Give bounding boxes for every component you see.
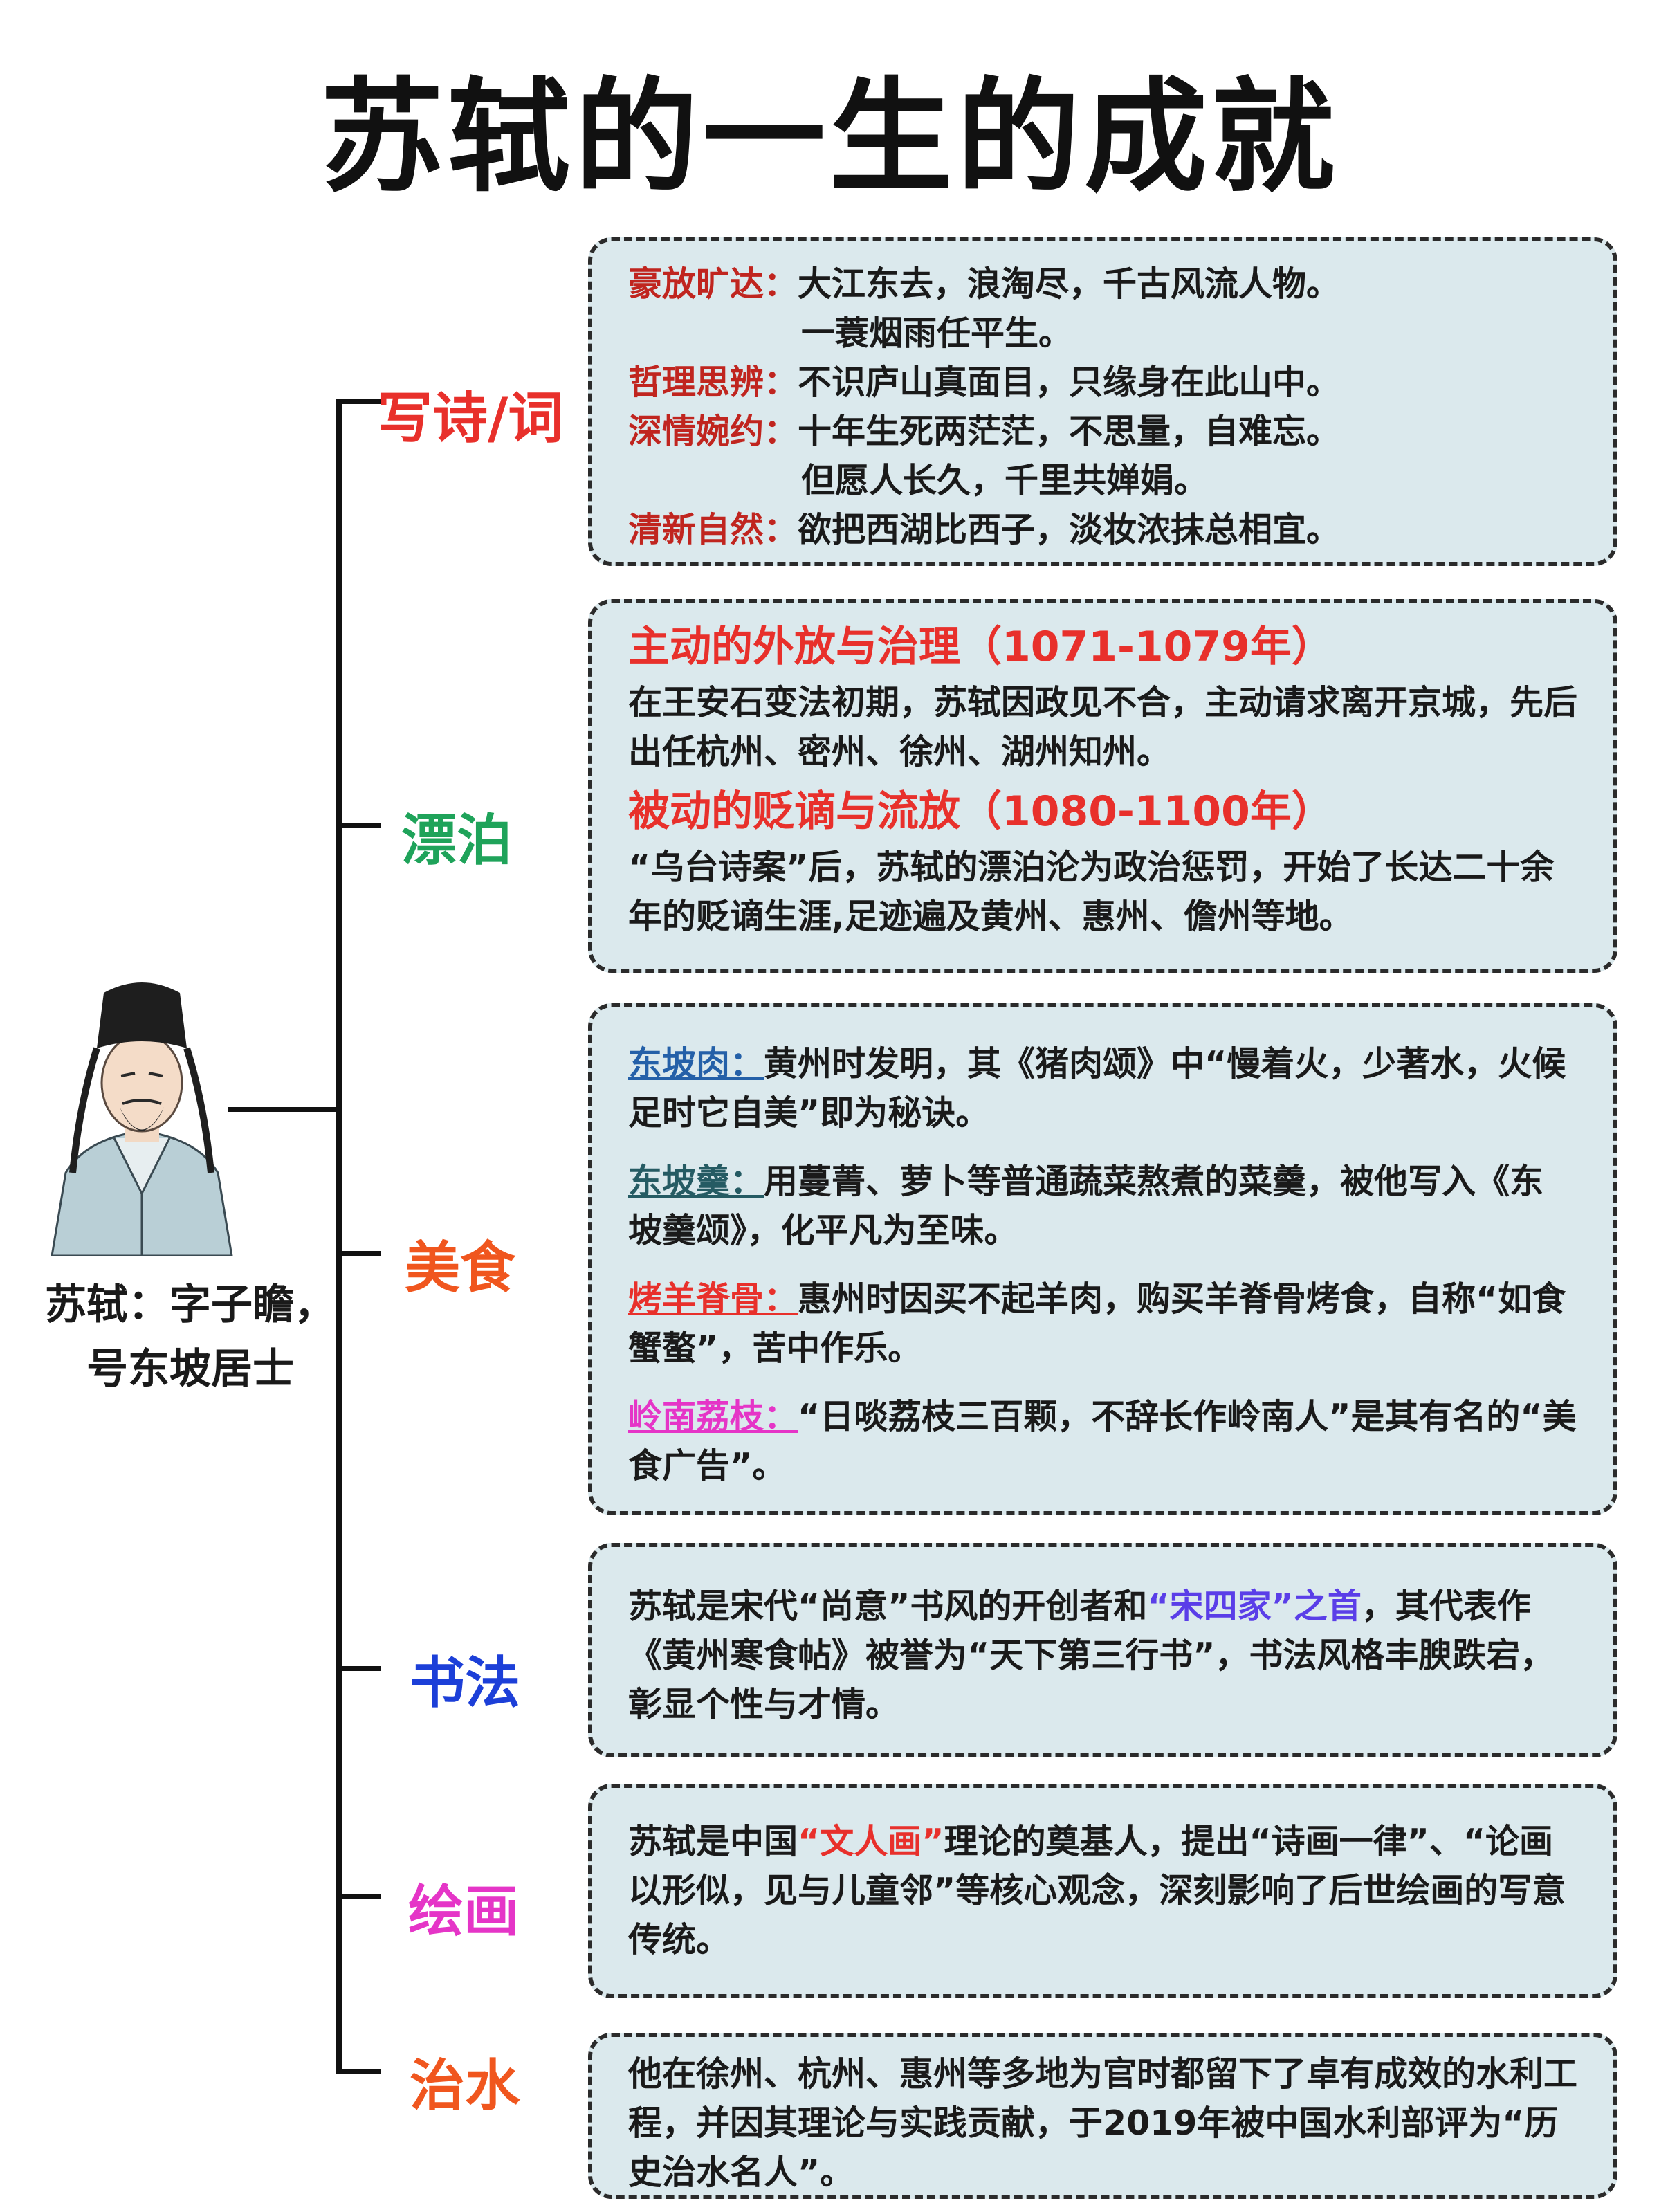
- water-text: 他在徐州、杭州、惠州等多地为官时都留下了卓有成效的水利工程，并因其理论与实践贡献…: [628, 2054, 1578, 2193]
- tree-trunk: [336, 399, 342, 2074]
- connector-water: [336, 2069, 381, 2074]
- painting-box: 苏轼是中国“文人画”理论的奠基人，提出“诗画一律”、“论画以形似，见与儿童邻”等…: [588, 1784, 1617, 1998]
- connector-food: [336, 1251, 381, 1256]
- person-caption: 苏轼：字子瞻， 号东坡居士: [14, 1273, 367, 1402]
- poem-style-label: 深情婉约：: [628, 412, 798, 452]
- food-item: 岭南荔枝：“日啖荔枝三百颗，不辞长作岭南人”是其有名的“美食广告”。: [628, 1392, 1577, 1490]
- wander-box: 主动的外放与治理（1071-1079年） 在王安石变法初期，苏轼因政见不合，主动…: [588, 599, 1617, 973]
- portrait-icon: [38, 965, 246, 1257]
- poem-line: 不识庐山真面目，只缘身在此山中。: [798, 363, 1341, 403]
- branch-label-painting: 绘画: [408, 1879, 519, 1944]
- painting-text-1: 苏轼是中国: [628, 1822, 798, 1861]
- page-title: 苏轼的一生的成就: [320, 66, 1339, 209]
- connector-wander: [336, 823, 381, 828]
- poem-style-label: 豪放旷达：: [628, 264, 798, 304]
- poem-row: 豪放旷达：大江东去，浪淘尽，千古风流人物。: [628, 259, 1577, 309]
- poem-line: 大江东去，浪淘尽，千古风流人物。: [798, 264, 1341, 304]
- poem-line: 欲把西湖比西子，淡妆浓抹总相宜。: [798, 510, 1341, 550]
- wander-text-active: 在王安石变法初期，苏轼因政见不合，主动请求离开京城，先后出任杭州、密州、徐州、湖…: [628, 683, 1578, 772]
- food-item: 东坡羹：用蔓菁、萝卜等普通蔬菜熬煮的菜羹，被他写入《东坡羹颂》，化平凡为至味。: [628, 1157, 1577, 1255]
- calligraphy-box: 苏轼是宋代“尚意”书风的开创者和“宋四家”之首，其代表作《黄州寒食帖》被誉为“天…: [588, 1543, 1617, 1757]
- poem-row: 深情婉约：十年生死两茫茫，不思量，自难忘。: [628, 407, 1577, 456]
- food-item-text: 黄州时发明，其《猪肉颂》中“慢着火，少著水，火候足时它自美”即为秘诀。: [628, 1044, 1566, 1133]
- food-box: 东坡肉：黄州时发明，其《猪肉颂》中“慢着火，少著水，火候足时它自美”即为秘诀。 …: [588, 1003, 1617, 1515]
- branch-label-poem: 写诗/词: [377, 386, 564, 450]
- poem-row: 哲理思辨：不识庐山真面目，只缘身在此山中。: [628, 358, 1577, 407]
- poem-row: 清新自然：欲把西湖比西子，淡妆浓抹总相宜。: [628, 505, 1577, 554]
- caption-line-1: 苏轼：字子瞻，: [45, 1281, 336, 1329]
- poem-box: 豪放旷达：大江东去，浪淘尽，千古风流人物。 一蓑烟雨任平生。 哲理思辨：不识庐山…: [588, 237, 1617, 566]
- branch-label-water: 治水: [410, 2054, 520, 2118]
- branch-label-food: 美食: [405, 1236, 515, 1300]
- branch-label-calligraphy: 书法: [410, 1651, 520, 1715]
- branch-label-wander: 漂泊: [401, 808, 512, 872]
- poem-style-label: 哲理思辨：: [628, 363, 798, 403]
- calligraphy-text-1: 苏轼是宋代“尚意”书风的开创者和: [628, 1587, 1148, 1626]
- wander-heading-passive: 被动的贬谪与流放（1080-1100年）: [628, 787, 1333, 837]
- poem-line: 十年生死两茫茫，不思量，自难忘。: [798, 412, 1341, 452]
- painting-highlight: “文人画”: [798, 1822, 944, 1861]
- poem-line: 但愿人长久，千里共婵娟。: [801, 461, 1209, 501]
- caption-line-2: 号东坡居士: [86, 1345, 294, 1393]
- food-item-text: 惠州时因买不起羊肉，购买羊脊骨烤食，自称“如食蟹螯”，苦中作乐。: [628, 1279, 1566, 1369]
- water-box: 他在徐州、杭州、惠州等多地为官时都留下了卓有成效的水利工程，并因其理论与实践贡献…: [588, 2033, 1617, 2199]
- food-item-label: 岭南荔枝：: [628, 1397, 798, 1437]
- painting-text-2: 理论的奠基人，提出“诗画一律”、“论画以形似，见与儿童邻”等核心观念，深刻影响了…: [628, 1822, 1566, 1960]
- connector-person: [228, 1107, 339, 1112]
- wander-heading-active: 主动的外放与治理（1071-1079年）: [628, 623, 1333, 671]
- calligraphy-text-2: ，其代表作《黄州寒食帖》被誉为“天下第三行书”，书法风格丰腴跌宕，彰显个性与才情…: [628, 1587, 1555, 1725]
- poem-line: 一蓑烟雨任平生。: [801, 313, 1073, 354]
- poem-row: 一蓑烟雨任平生。: [628, 309, 1577, 358]
- food-item: 东坡肉：黄州时发明，其《猪肉颂》中“慢着火，少著水，火候足时它自美”即为秘诀。: [628, 1039, 1577, 1137]
- poem-style-label: 清新自然：: [628, 510, 798, 550]
- connector-poem: [336, 399, 381, 404]
- food-item-label: 烤羊脊骨：: [628, 1279, 798, 1319]
- food-item-label: 东坡肉：: [628, 1044, 764, 1084]
- food-item-text: 用蔓菁、萝卜等普通蔬菜熬煮的菜羹，被他写入《东坡羹颂》，化平凡为至味。: [628, 1162, 1544, 1251]
- connector-calligraphy: [336, 1666, 381, 1671]
- food-item: 烤羊脊骨：惠州时因买不起羊肉，购买羊脊骨烤食，自称“如食蟹螯”，苦中作乐。: [628, 1274, 1577, 1373]
- connector-painting: [336, 1894, 381, 1899]
- calligraphy-highlight: “宋四家”之首: [1147, 1587, 1362, 1626]
- food-item-label: 东坡羹：: [628, 1162, 764, 1202]
- poem-row: 但愿人长久，千里共婵娟。: [628, 456, 1577, 505]
- wander-text-passive: “乌台诗案”后，苏轼的漂泊沦为政治惩罚，开始了长达二十余年的贬谪生涯,足迹遍及黄…: [628, 848, 1555, 937]
- food-item-text: “日啖荔枝三百颗，不辞长作岭南人”是其有名的“美食广告”。: [628, 1397, 1577, 1486]
